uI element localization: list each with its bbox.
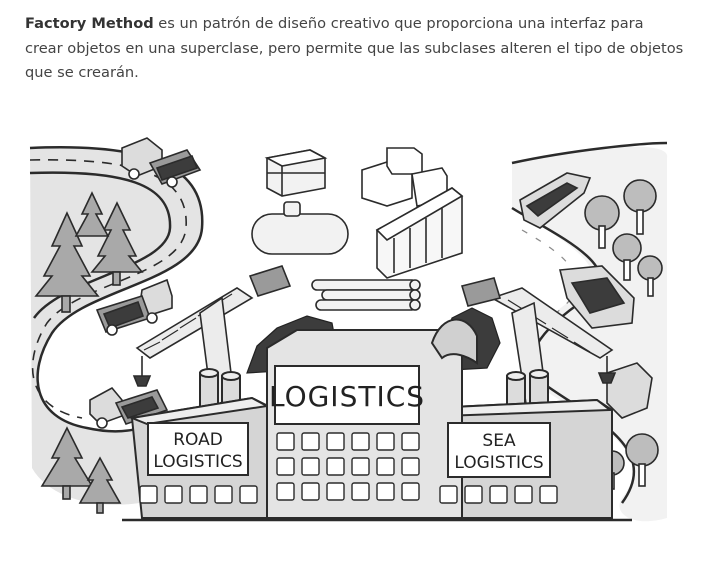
sea-logistics-sign: SEA LOGISTICS: [447, 422, 551, 478]
road-sign-line2: LOGISTICS: [153, 452, 242, 472]
windows-center: [276, 432, 420, 501]
ship-bottom: [606, 362, 653, 419]
sea-sign-line1: SEA: [482, 431, 516, 451]
truck-top: [121, 137, 202, 188]
road-sign-line1: ROAD: [173, 430, 223, 450]
main-sign-label: LOGISTICS: [269, 380, 425, 413]
sea-sign-line2: LOGISTICS: [454, 453, 543, 473]
trees-left: [34, 191, 144, 514]
ship-middle: [558, 265, 635, 329]
truck-bottom: [89, 386, 169, 430]
road-logistics-sign: ROAD LOGISTICS: [147, 422, 249, 476]
intro-paragraph: Factory Method es un patrón de diseño cr…: [25, 12, 685, 86]
crane-left: [132, 265, 292, 408]
ship-top: [519, 172, 592, 229]
windows-right: [439, 485, 558, 504]
pattern-name: Factory Method: [25, 15, 154, 32]
windows-left: [139, 485, 258, 504]
factory-method-illustration: LOGISTICS ROAD LOGISTICS SEA LOGISTICS: [22, 118, 684, 538]
main-sign: LOGISTICS: [269, 365, 425, 425]
intro-text: es un patrón de diseño creativo que prop…: [25, 15, 684, 81]
pipes: [311, 279, 421, 311]
products: [251, 147, 464, 311]
truck-middle: [95, 278, 173, 336]
